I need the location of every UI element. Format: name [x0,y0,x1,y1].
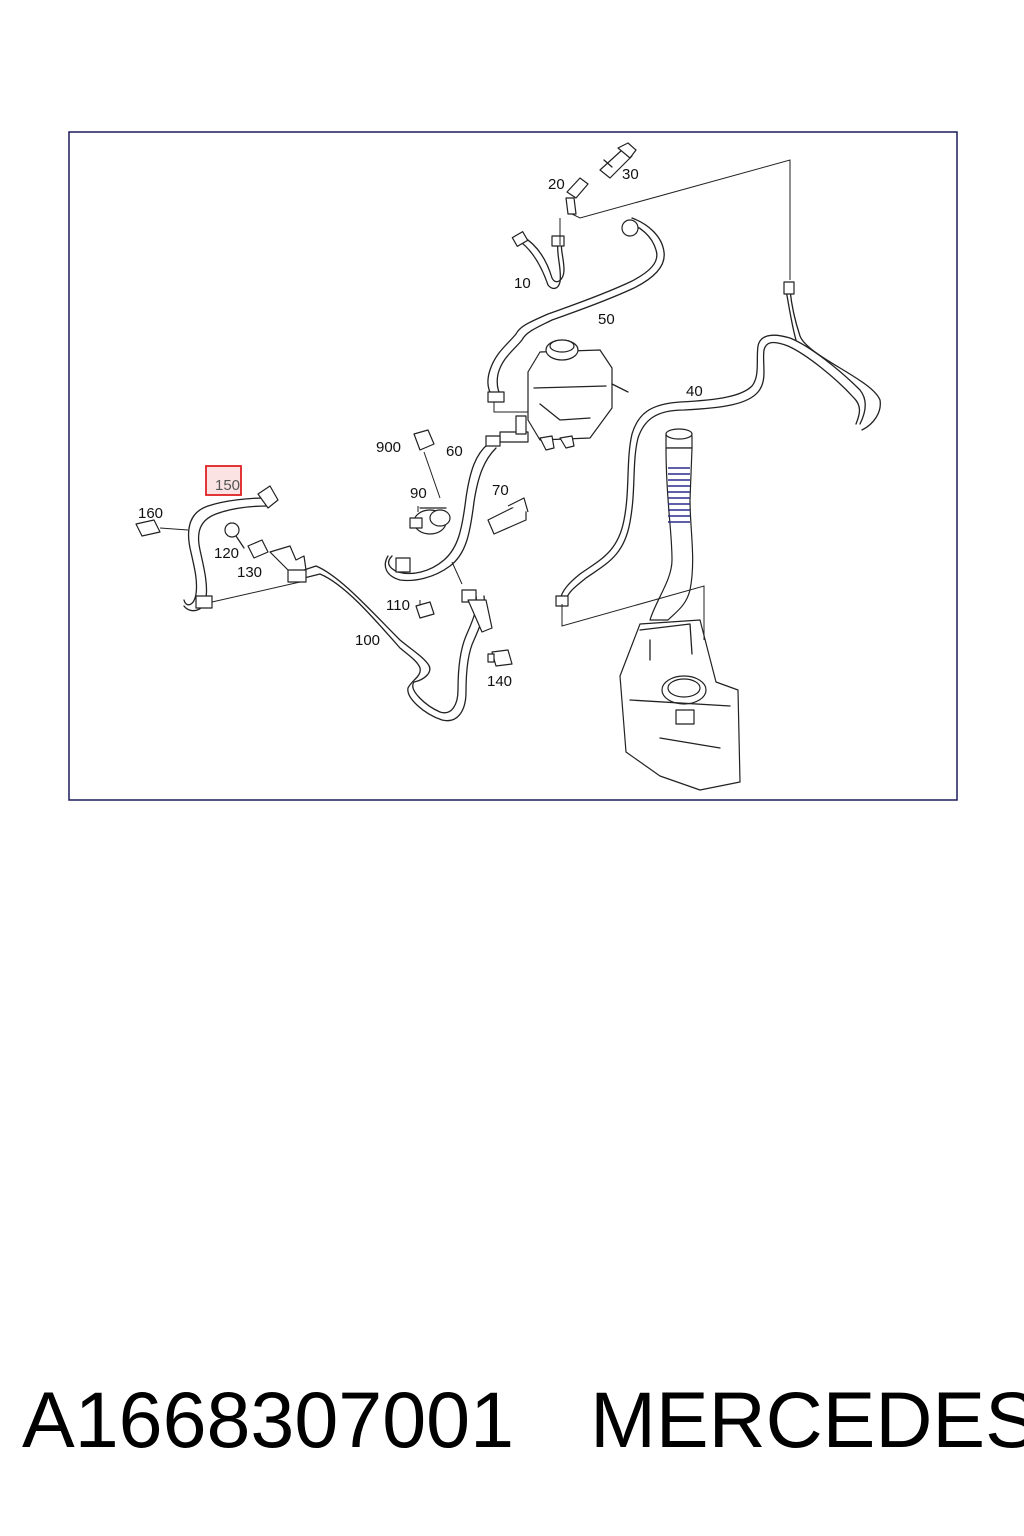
parts-diagram: 10 20 30 40 50 60 70 90 100 110 120 130 … [68,131,958,801]
callout-150: 150 [215,477,240,494]
bracket-70 [487,497,529,535]
clip-160 [135,519,189,537]
callout-60: 60 [446,443,463,460]
leader-reservoir [561,585,705,640]
coolant-expansion-tank [527,339,629,451]
callout-140: 140 [487,673,512,690]
hose-100 [287,565,493,722]
callout-30: 30 [622,166,639,183]
water-pump-90 [409,507,451,535]
hose-60 [384,435,501,582]
leader-900 [423,451,441,499]
leader-tank [493,402,528,413]
bolt-120 [224,522,245,549]
clip-110 [415,601,435,619]
part-number: A1668307001 [22,1375,515,1464]
fitting-20 [565,177,589,215]
bracket-900 [413,429,435,451]
callout-900: 900 [376,439,401,456]
brand-name: MERCEDES [590,1375,1024,1464]
highlight-box [205,465,242,496]
hose-150 [183,485,279,612]
leader-20-30 [571,159,791,280]
callout-130: 130 [237,564,262,581]
callout-50: 50 [598,311,615,328]
reservoir-corrugation [668,467,690,523]
hose-40 [555,281,881,607]
bracket-130 [247,539,307,575]
washer-reservoir [619,428,741,791]
hose-30 [599,142,637,179]
callout-10: 10 [514,275,531,292]
diagram-frame [68,131,958,801]
callout-160: 160 [138,505,163,522]
callout-70: 70 [492,482,509,499]
callout-150-highlight[interactable]: 150 [205,465,242,496]
leader-pump-100 [451,561,463,585]
leader-150-100 [211,581,301,603]
hose-50 [487,217,665,403]
callout-20: 20 [548,176,565,193]
callout-40: 40 [686,383,703,400]
callout-110: 110 [386,597,410,614]
clip-140 [487,649,513,667]
hose-10 [511,231,565,290]
part-caption: A1668307001 MERCEDES [22,1365,1024,1475]
callout-90: 90 [410,485,427,502]
callout-120: 120 [214,545,239,562]
callout-100: 100 [355,632,380,649]
